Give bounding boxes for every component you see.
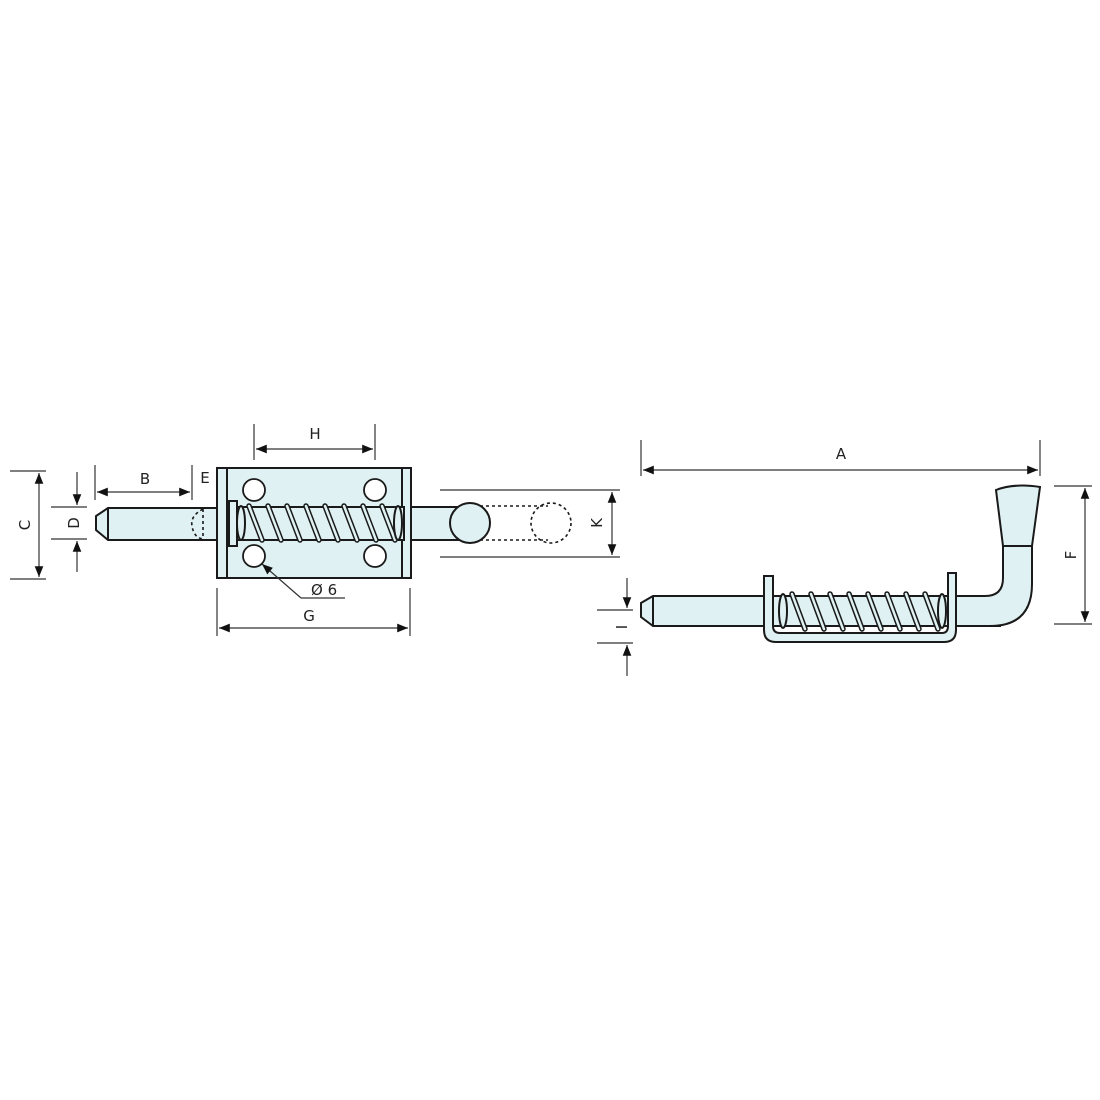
- mounting-hole: [242, 478, 266, 502]
- dim-label-f: F: [1062, 551, 1080, 560]
- handle-grip: [994, 484, 1042, 547]
- dim-label-d: D: [65, 517, 83, 529]
- mounting-hole: [363, 544, 387, 568]
- dim-label-b: B: [140, 470, 150, 488]
- dim-label-k: K: [588, 517, 606, 528]
- mounting-hole: [242, 544, 266, 568]
- dim-label-h: H: [309, 425, 320, 443]
- handle-knob: [449, 502, 491, 544]
- handle-knob-alt-position: [530, 502, 572, 544]
- bolt-handle: [954, 545, 1033, 627]
- dim-label-c: C: [16, 520, 34, 530]
- bolt-pin-left: [95, 507, 219, 541]
- dim-label-i: I: [613, 625, 631, 629]
- mounting-hole: [363, 478, 387, 502]
- spring-coil-left: [246, 503, 398, 543]
- collar: [228, 500, 238, 547]
- right-view: A F I: [597, 440, 1092, 676]
- dim-label-e: E: [200, 469, 209, 487]
- dim-label-a: A: [836, 445, 847, 463]
- left-view: Ø 6 C D B E H G K: [10, 424, 620, 636]
- dim-label-g: G: [303, 607, 315, 625]
- spring-coil-right: [778, 591, 947, 632]
- hidden-groove: [190, 508, 204, 540]
- spring-bracket: [763, 572, 957, 643]
- hole-diameter-label: Ø 6: [311, 581, 337, 599]
